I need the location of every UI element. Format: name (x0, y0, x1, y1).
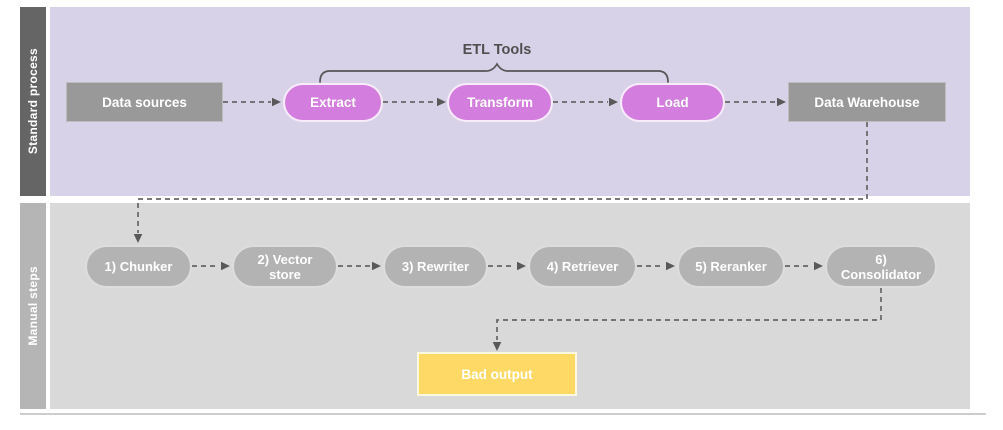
node-bad-output-label: Bad output (461, 366, 533, 382)
node-chunker-label: 1) Chunker (104, 259, 173, 274)
node-retriever-label: 4) Retriever (546, 259, 619, 274)
node-retriever: 4) Retriever (528, 245, 637, 288)
node-load: Load (620, 83, 725, 122)
node-extract-label: Extract (310, 95, 356, 110)
node-chunker: 1) Chunker (85, 245, 192, 288)
node-rewriter: 3) Rewriter (383, 245, 488, 288)
node-data-warehouse-label: Data Warehouse (814, 94, 920, 110)
node-extract: Extract (283, 83, 383, 122)
node-data-warehouse: Data Warehouse (788, 82, 946, 122)
node-data-sources: Data sources (66, 82, 223, 122)
node-reranker: 5) Reranker (677, 245, 785, 288)
node-bad-output: Bad output (417, 352, 577, 396)
node-vector-store-label: 2) Vector store (257, 251, 313, 282)
node-data-sources-label: Data sources (102, 94, 187, 110)
node-load-label: Load (656, 95, 689, 110)
lane-label-manual-steps: Manual steps (20, 203, 46, 409)
lane-label-standard-process-text: Standard process (26, 48, 40, 155)
lane-label-manual-steps-text: Manual steps (26, 266, 40, 346)
node-consolidator: 6) Consolidator (825, 245, 937, 288)
node-transform-label: Transform (466, 95, 534, 110)
node-vector-store: 2) Vector store (232, 245, 338, 288)
etl-tools-label: ETL Tools (462, 42, 532, 58)
node-transform: Transform (447, 83, 553, 122)
node-reranker-label: 5) Reranker (695, 259, 767, 274)
bottom-divider (20, 413, 986, 415)
node-consolidator-label: 6) Consolidator (840, 251, 922, 282)
node-rewriter-label: 3) Rewriter (401, 259, 470, 274)
lane-label-standard-process: Standard process (20, 7, 46, 196)
